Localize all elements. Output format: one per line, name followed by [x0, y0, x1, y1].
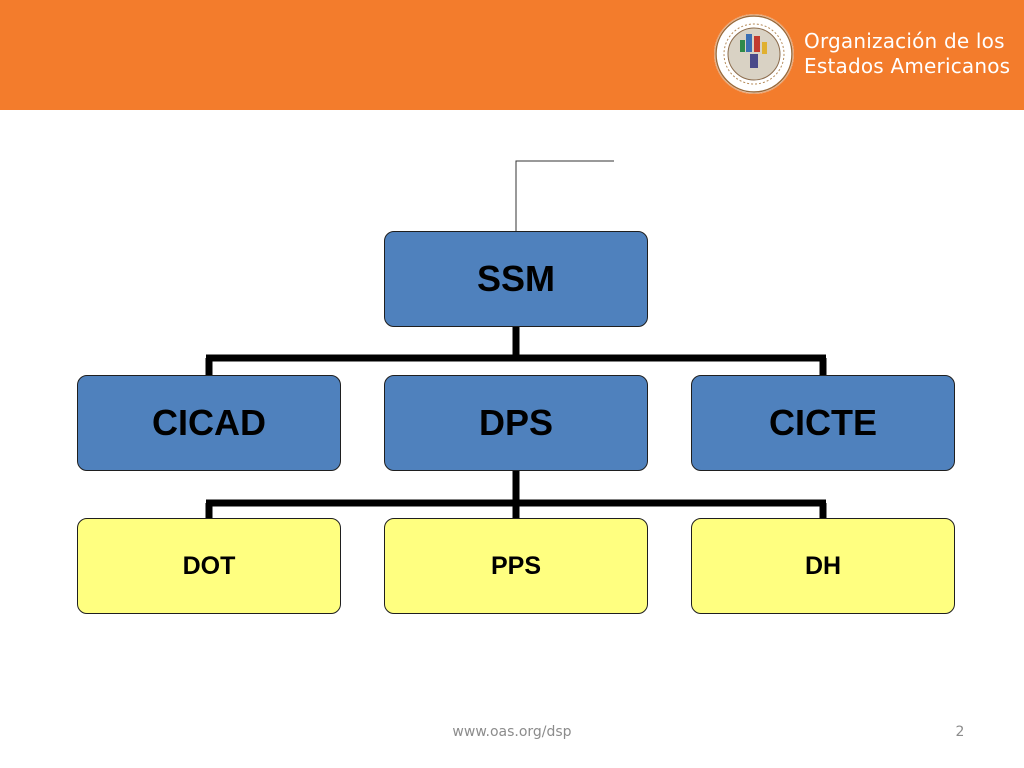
node-cicte: CICTE: [691, 375, 955, 471]
node-dh: DH: [691, 518, 955, 614]
top-stub-line: [515, 160, 614, 231]
header-bar: Organización de los Estados Americanos: [0, 0, 1024, 110]
node-ssm: SSM: [384, 231, 648, 327]
oas-logo: Organización de los Estados Americanos: [714, 14, 1010, 94]
node-dot: DOT: [77, 518, 341, 614]
org-name-line1: Organización de los: [804, 29, 1005, 53]
org-name: Organización de los Estados Americanos: [804, 29, 1010, 79]
page-number: 2: [955, 724, 965, 740]
oas-seal-icon: [714, 14, 794, 94]
node-cicad: CICAD: [77, 375, 341, 471]
footer-url: www.oas.org/dsp: [452, 724, 572, 740]
org-name-line2: Estados Americanos: [804, 54, 1011, 78]
node-pps: PPS: [384, 518, 648, 614]
node-dps: DPS: [384, 375, 648, 471]
